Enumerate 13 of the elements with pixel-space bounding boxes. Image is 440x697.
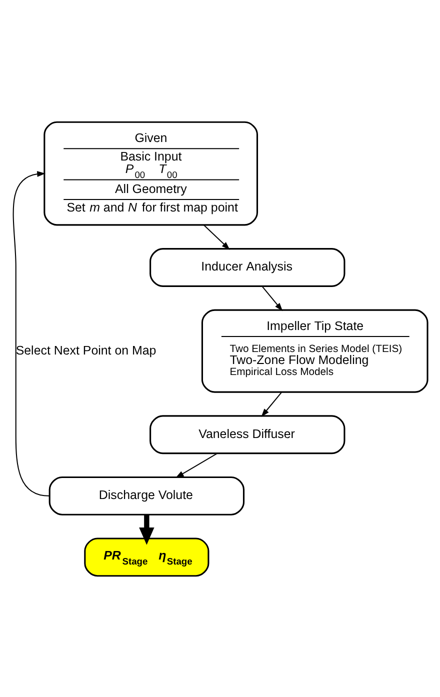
node-box: Discharge Volute — [48, 476, 245, 515]
arrow — [204, 224, 230, 250]
node-box: Vaneless Diffuser — [150, 414, 346, 454]
node-box: Given Basic Input P$_{00}$ T$_{00}$ All Geometry Set m and N for first map point — [44, 120, 258, 226]
node-box: Impeller Tip State Two Elements in Series Model (TEIS) Two-Zone Flow Modeling Empirical Loss Models — [201, 308, 428, 392]
arrow — [176, 452, 218, 478]
node-box: PR$_{Stage}$ η$_{Stage}$ — [84, 537, 210, 576]
arrow — [262, 285, 283, 311]
edge-label: Select Next Point on Map — [16, 342, 156, 357]
arrow — [139, 514, 154, 544]
arrow — [261, 392, 282, 416]
node-box: Inducer Analysis — [150, 248, 346, 286]
arrow — [12, 170, 50, 496]
